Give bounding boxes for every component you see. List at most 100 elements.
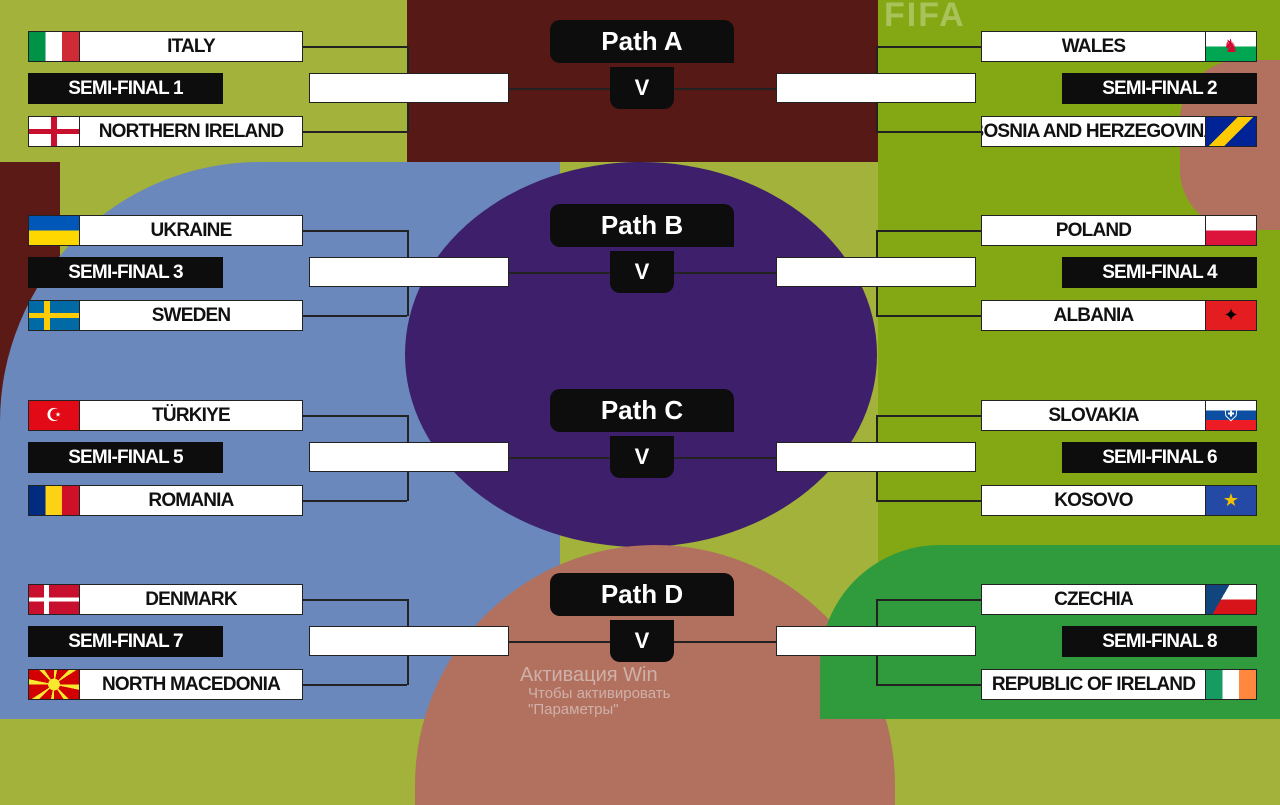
team-name: REPUBLIC OF IRELAND [991,673,1196,695]
connector-line [302,46,407,48]
team-row[interactable]: NORTH MACEDONIA [28,669,303,700]
team-name: ALBANIA [1053,304,1135,326]
connector-line [302,230,407,232]
connector-line [302,131,407,133]
activation-watermark-text: Чтобы активировать [528,685,671,702]
activation-watermark-link: "Параметры" [528,701,619,718]
flag-wales-icon: ♞ [1205,32,1256,61]
connector-line [876,415,981,417]
connector-line [876,131,981,133]
versus-badge: V [610,620,674,662]
team-row[interactable]: ♞ WALES [981,31,1257,62]
team-row[interactable]: UKRAINE [28,215,303,246]
team-name: ROMANIA [148,489,234,511]
path-label: Path D [550,573,734,616]
semi-final-label: SEMI-FINAL 4 [1062,257,1257,288]
connector-line [674,88,776,90]
semi-final-label: SEMI-FINAL 1 [28,73,223,104]
path-label: Path A [550,20,734,63]
semi-final-label: SEMI-FINAL 6 [1062,442,1257,473]
team-row[interactable]: CZECHIA [981,584,1257,615]
team-name: ITALY [167,35,216,57]
team-name: NORTH MACEDONIA [102,673,281,695]
flag-kosovo-icon: ★ [1205,486,1256,515]
team-row[interactable]: NORTHERN IRELAND [28,116,303,147]
connector-line [876,230,981,232]
path-label: Path B [550,204,734,247]
connector-line [302,315,407,317]
connector-line [508,641,610,643]
path-label: Path C [550,389,734,432]
team-name: BOSNIA AND HERZEGOVINA [982,120,1205,142]
final-winner-slot[interactable] [309,442,509,472]
versus-badge: V [610,67,674,109]
flag-romania-icon [29,486,80,515]
versus-badge: V [610,436,674,478]
final-winner-slot[interactable] [309,73,509,103]
team-name: CZECHIA [1054,588,1134,610]
team-row[interactable]: SWEDEN [28,300,303,331]
connector-line [876,599,981,601]
team-row[interactable]: ITALY [28,31,303,62]
team-name: SLOVAKIA [1048,404,1139,426]
final-winner-slot[interactable] [309,626,509,656]
connector-line [876,315,981,317]
final-winner-slot[interactable] [776,257,976,287]
flag-nmacedonia-icon [29,670,80,699]
flag-italy-icon [29,32,80,61]
flag-slovakia-icon: ⛨ [1205,401,1256,430]
flag-turkey-icon: ☪ [29,401,80,430]
connector-line [302,684,407,686]
connector-line [876,684,981,686]
semi-final-label: SEMI-FINAL 7 [28,626,223,657]
flag-ukraine-icon [29,216,80,245]
flag-denmark-icon [29,585,80,614]
team-name: SWEDEN [151,304,231,326]
connector-line [674,272,776,274]
team-name: TÜRKIYE [152,404,231,426]
flag-czechia-icon [1205,585,1256,614]
team-name: KOSOVO [1054,489,1133,511]
versus-badge: V [610,251,674,293]
fifa-logo: FIFA [884,0,966,34]
activation-watermark-title: Активация Win [520,664,658,686]
team-name: UKRAINE [150,219,233,241]
connector-line [674,641,776,643]
flag-nireland-icon [29,117,80,146]
semi-final-label: SEMI-FINAL 2 [1062,73,1257,104]
connector-line [508,88,610,90]
final-winner-slot[interactable] [776,73,976,103]
team-row[interactable]: REPUBLIC OF IRELAND [981,669,1257,700]
semi-final-label: SEMI-FINAL 3 [28,257,223,288]
connector-line [508,457,610,459]
final-winner-slot[interactable] [309,257,509,287]
connector-line [302,500,407,502]
flag-poland-icon [1205,216,1256,245]
team-row[interactable]: BOSNIA AND HERZEGOVINA [981,116,1257,147]
flag-bosnia-icon [1205,117,1256,146]
team-name: POLAND [1055,219,1132,241]
connector-line [876,500,981,502]
team-row[interactable]: ✦ ALBANIA [981,300,1257,331]
flag-albania-icon: ✦ [1205,301,1256,330]
team-name: NORTHERN IRELAND [98,120,284,142]
team-row[interactable]: ★ KOSOVO [981,485,1257,516]
team-name: DENMARK [145,588,237,610]
flag-sweden-icon [29,301,80,330]
connector-line [876,46,981,48]
connector-line [302,599,407,601]
final-winner-slot[interactable] [776,442,976,472]
team-row[interactable]: ⛨ SLOVAKIA [981,400,1257,431]
team-row[interactable]: ☪ TÜRKIYE [28,400,303,431]
connector-line [302,415,407,417]
team-row[interactable]: POLAND [981,215,1257,246]
team-row[interactable]: DENMARK [28,584,303,615]
flag-ireland-icon [1205,670,1256,699]
connector-line [674,457,776,459]
team-row[interactable]: ROMANIA [28,485,303,516]
final-winner-slot[interactable] [776,626,976,656]
semi-final-label: SEMI-FINAL 8 [1062,626,1257,657]
semi-final-label: SEMI-FINAL 5 [28,442,223,473]
connector-line [508,272,610,274]
team-name: WALES [1061,35,1126,57]
